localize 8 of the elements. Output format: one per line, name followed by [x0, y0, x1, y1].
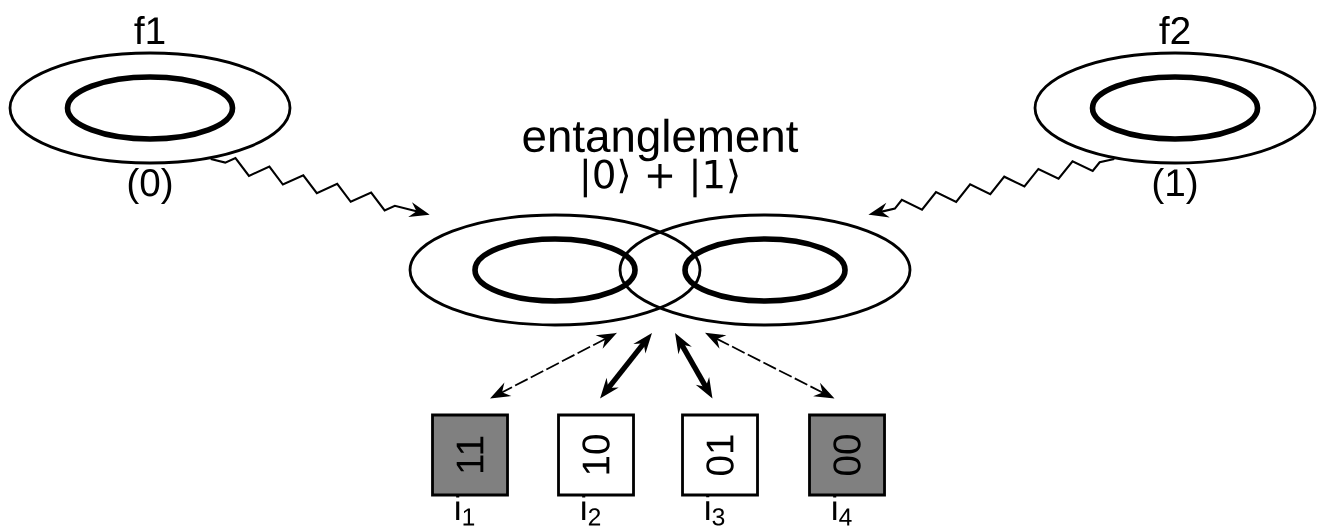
state-box: 10 — [557, 413, 635, 497]
state-box: 01 — [681, 413, 759, 497]
state-box: 11 — [431, 413, 509, 497]
node-title: f2 — [1159, 16, 1190, 44]
node-title: f1 — [134, 16, 165, 44]
state-label: (1) — [1153, 167, 1197, 204]
state-box: 00 — [808, 413, 886, 497]
state-label: (0) — [128, 167, 172, 204]
